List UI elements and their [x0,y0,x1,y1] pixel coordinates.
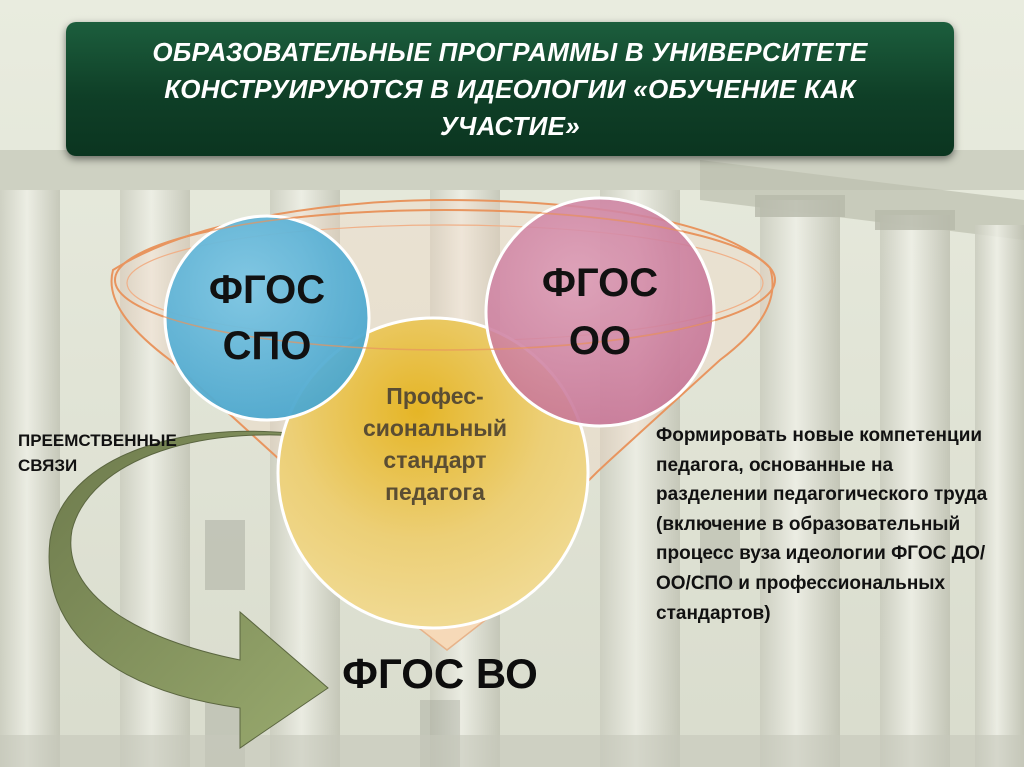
curved-arrow [48,430,341,749]
fgos-vo-label: ФГОС ВО [342,650,538,697]
oo-label-line1: ФГОС [541,261,659,305]
circle-professional-standard [276,316,590,630]
standard-label-line2: сиональный [362,415,508,441]
standard-label-line1: Профес- [386,383,484,409]
circle-fgos-spo [163,214,371,422]
competencies-note: Формировать новые компетенции педагога, … [656,425,988,624]
standard-label-line3: стандарт [383,447,487,473]
circle-fgos-oo [484,196,716,428]
standard-label: Профес- сиональный стандарт педагога [330,380,540,508]
slide-title: ОБРАЗОВАТЕЛЬНЫЕ ПРОГРАММЫ В УНИВЕРСИТЕТЕ… [152,36,868,141]
spo-label-line2: СПО [222,324,312,368]
continuity-note: ПРЕЕМСТВЕННЫЕ СВЯЗИ [18,431,177,475]
oo-label-line2: ОО [568,319,632,363]
spo-label: ФГОС СПО [197,262,337,374]
title-banner: ОБРАЗОВАТЕЛЬНЫЕ ПРОГРАММЫ В УНИВЕРСИТЕТЕ… [66,22,954,156]
spo-label-line1: ФГОС [208,268,326,312]
standard-label-line4: педагога [385,479,485,505]
oo-label: ФГОС ОО [525,254,675,370]
